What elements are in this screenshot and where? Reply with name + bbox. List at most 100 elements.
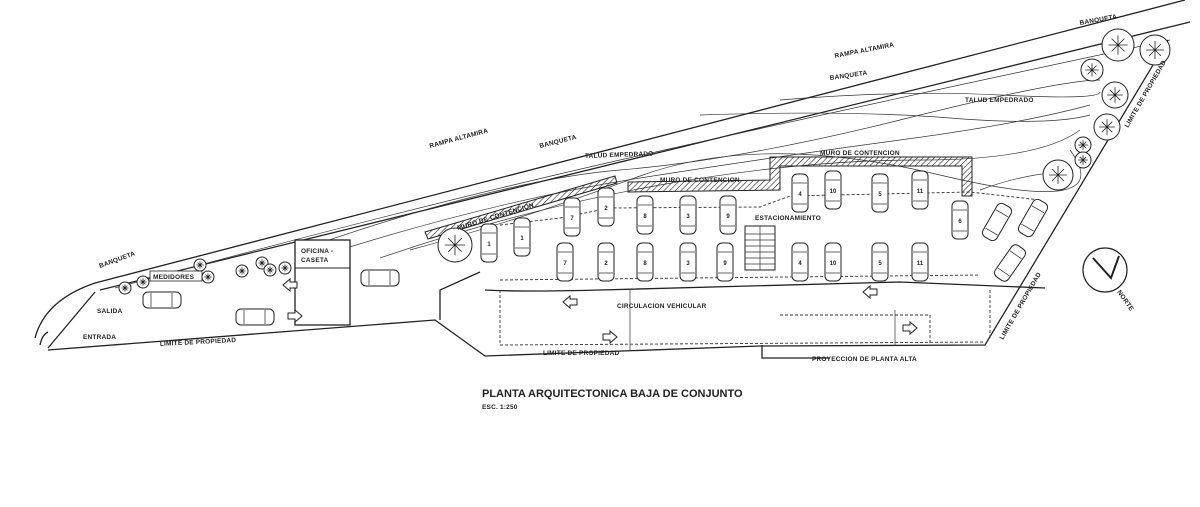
- parking-space-number: 2: [604, 206, 608, 212]
- arrow-left-icon: [282, 277, 298, 293]
- parking-space-number: 7: [570, 216, 574, 222]
- parking-space-number: 10: [830, 189, 837, 195]
- parked-car: 7: [563, 197, 581, 237]
- tree-icon: [193, 258, 207, 272]
- moving-car: [142, 291, 182, 309]
- arrow-left-icon: [562, 294, 578, 310]
- tree-icon: [263, 263, 277, 277]
- parking-guides: [499, 191, 1041, 281]
- tree-icon: [1042, 159, 1074, 191]
- stairs: [744, 225, 776, 271]
- wall-label: MURO DE CONTENCION: [820, 150, 900, 157]
- parking-space-number: 6: [958, 219, 962, 225]
- north-arrow: NORTE: [1082, 247, 1135, 313]
- sidewalk-label: BANQUETA: [829, 70, 868, 82]
- parked-car: 8: [636, 242, 654, 282]
- tree-icon: [1080, 58, 1104, 82]
- entrance-label: ENTRADA: [83, 334, 116, 341]
- parked-car: 9: [716, 242, 734, 282]
- parking-space-number: 3: [686, 261, 690, 267]
- parked-car: 2: [597, 242, 615, 282]
- office-label-2: CASETA: [301, 257, 329, 264]
- tree-icon: [235, 264, 249, 278]
- parking-space-number: 10: [830, 261, 837, 267]
- parking-space-number: 7: [563, 261, 567, 267]
- tree-icon: [278, 261, 292, 275]
- property-limit-label: LIMITE DE PROPIEDAD: [999, 271, 1043, 341]
- parking-space-number: 9: [726, 214, 730, 220]
- arrow-right-icon: [902, 320, 918, 336]
- circulation-arrows: [282, 277, 918, 345]
- parking-space-number: 11: [917, 261, 924, 267]
- parked-car: [981, 202, 1013, 242]
- parked-car: 1: [480, 223, 498, 263]
- parking-spaces: 1 7 2 8 3 9 4 10 5 11 6 1 7 2 8 3 9 4 10 5 11: [142, 170, 1049, 326]
- parked-car: 5: [871, 242, 889, 282]
- parking-space-number: 11: [917, 189, 924, 195]
- property-limit-label: LIMITE DE PROPIEDAD: [160, 337, 237, 348]
- tree-icon: [201, 270, 215, 284]
- slope-label: TALUD EMPEDRADO: [585, 151, 654, 160]
- drawing-scale: ESC. 1:250: [482, 404, 518, 411]
- parked-car: 6: [951, 200, 969, 240]
- parking-space-number: 8: [643, 214, 647, 220]
- parking-label: ESTACIONAMIENTO: [755, 215, 821, 222]
- circulation-label: CIRCULACION VEHICULAR: [617, 303, 707, 310]
- office-label: OFICINA -: [301, 248, 333, 255]
- parked-car: 8: [636, 195, 654, 235]
- upper-floor-projection-label: PROYECCION DE PLANTA ALTA: [812, 356, 917, 363]
- road-lines: [34, 0, 1191, 346]
- parked-car: 10: [824, 170, 842, 210]
- parked-car: [1017, 198, 1049, 238]
- parking-space-number: 8: [643, 261, 647, 267]
- road-label: RAMPA ALTAMIRA: [429, 127, 489, 149]
- parked-car: 11: [911, 242, 929, 282]
- trees: [118, 28, 1171, 295]
- parked-car: 2: [597, 187, 615, 227]
- sidewalk-label: BANQUETA: [539, 134, 578, 150]
- tree-icon: [136, 275, 150, 289]
- parking-space-number: 4: [798, 192, 802, 198]
- tree-icon: [1074, 136, 1092, 154]
- parked-car: 11: [911, 170, 929, 210]
- parking-space-number: 3: [686, 214, 690, 220]
- moving-car: [235, 308, 275, 326]
- parked-car: 3: [679, 242, 697, 282]
- tree-icon: [1093, 113, 1121, 141]
- sidewalk-label: BANQUETA: [98, 250, 136, 270]
- parked-car: 4: [791, 173, 809, 213]
- parking-space-number: 4: [798, 261, 802, 267]
- property-limit-label: LIMITE DE PROPIEDAD: [1124, 59, 1168, 129]
- moving-car: [360, 269, 400, 287]
- tree-icon: [1139, 34, 1171, 66]
- retaining-walls: [424, 156, 973, 240]
- tree-icon: [437, 227, 473, 263]
- exit-label: SALIDA: [97, 308, 122, 315]
- property-limit-label: LIMITE DE PROPIEDAD: [543, 350, 619, 357]
- wall-label: MURO DE CONTENCION: [660, 177, 740, 184]
- parking-space-number: 5: [878, 261, 882, 267]
- arrow-right-icon: [287, 308, 303, 324]
- parked-car: [994, 244, 1026, 282]
- tree-icon: [1101, 81, 1129, 109]
- slope-label: TALUD EMPEDRADO: [965, 97, 1034, 104]
- parking-space-number: 2: [604, 261, 608, 267]
- tree-icon: [1101, 28, 1135, 62]
- parking-space-number: 1: [487, 242, 491, 248]
- parked-car: 5: [871, 173, 889, 213]
- road-label: RAMPA ALTAMIRA: [834, 42, 895, 60]
- office-booth: OFICINA - CASETA: [294, 239, 351, 326]
- parked-car: 10: [824, 242, 842, 282]
- sidewalk-label: BANQUETA: [1079, 13, 1118, 27]
- parked-car: 1: [513, 217, 531, 257]
- north-label: NORTE: [1115, 289, 1135, 313]
- slope-contours: [299, 79, 1101, 259]
- arrow-left-icon: [862, 284, 878, 300]
- tree-icon: [118, 281, 132, 295]
- parked-car: 3: [679, 195, 697, 235]
- arrow-right-icon: [602, 329, 618, 345]
- parking-space-number: 9: [723, 261, 727, 267]
- drawing-title: PLANTA ARQUITECTONICA BAJA DE CONJUNTO: [482, 388, 743, 400]
- parked-car: 9: [719, 195, 737, 235]
